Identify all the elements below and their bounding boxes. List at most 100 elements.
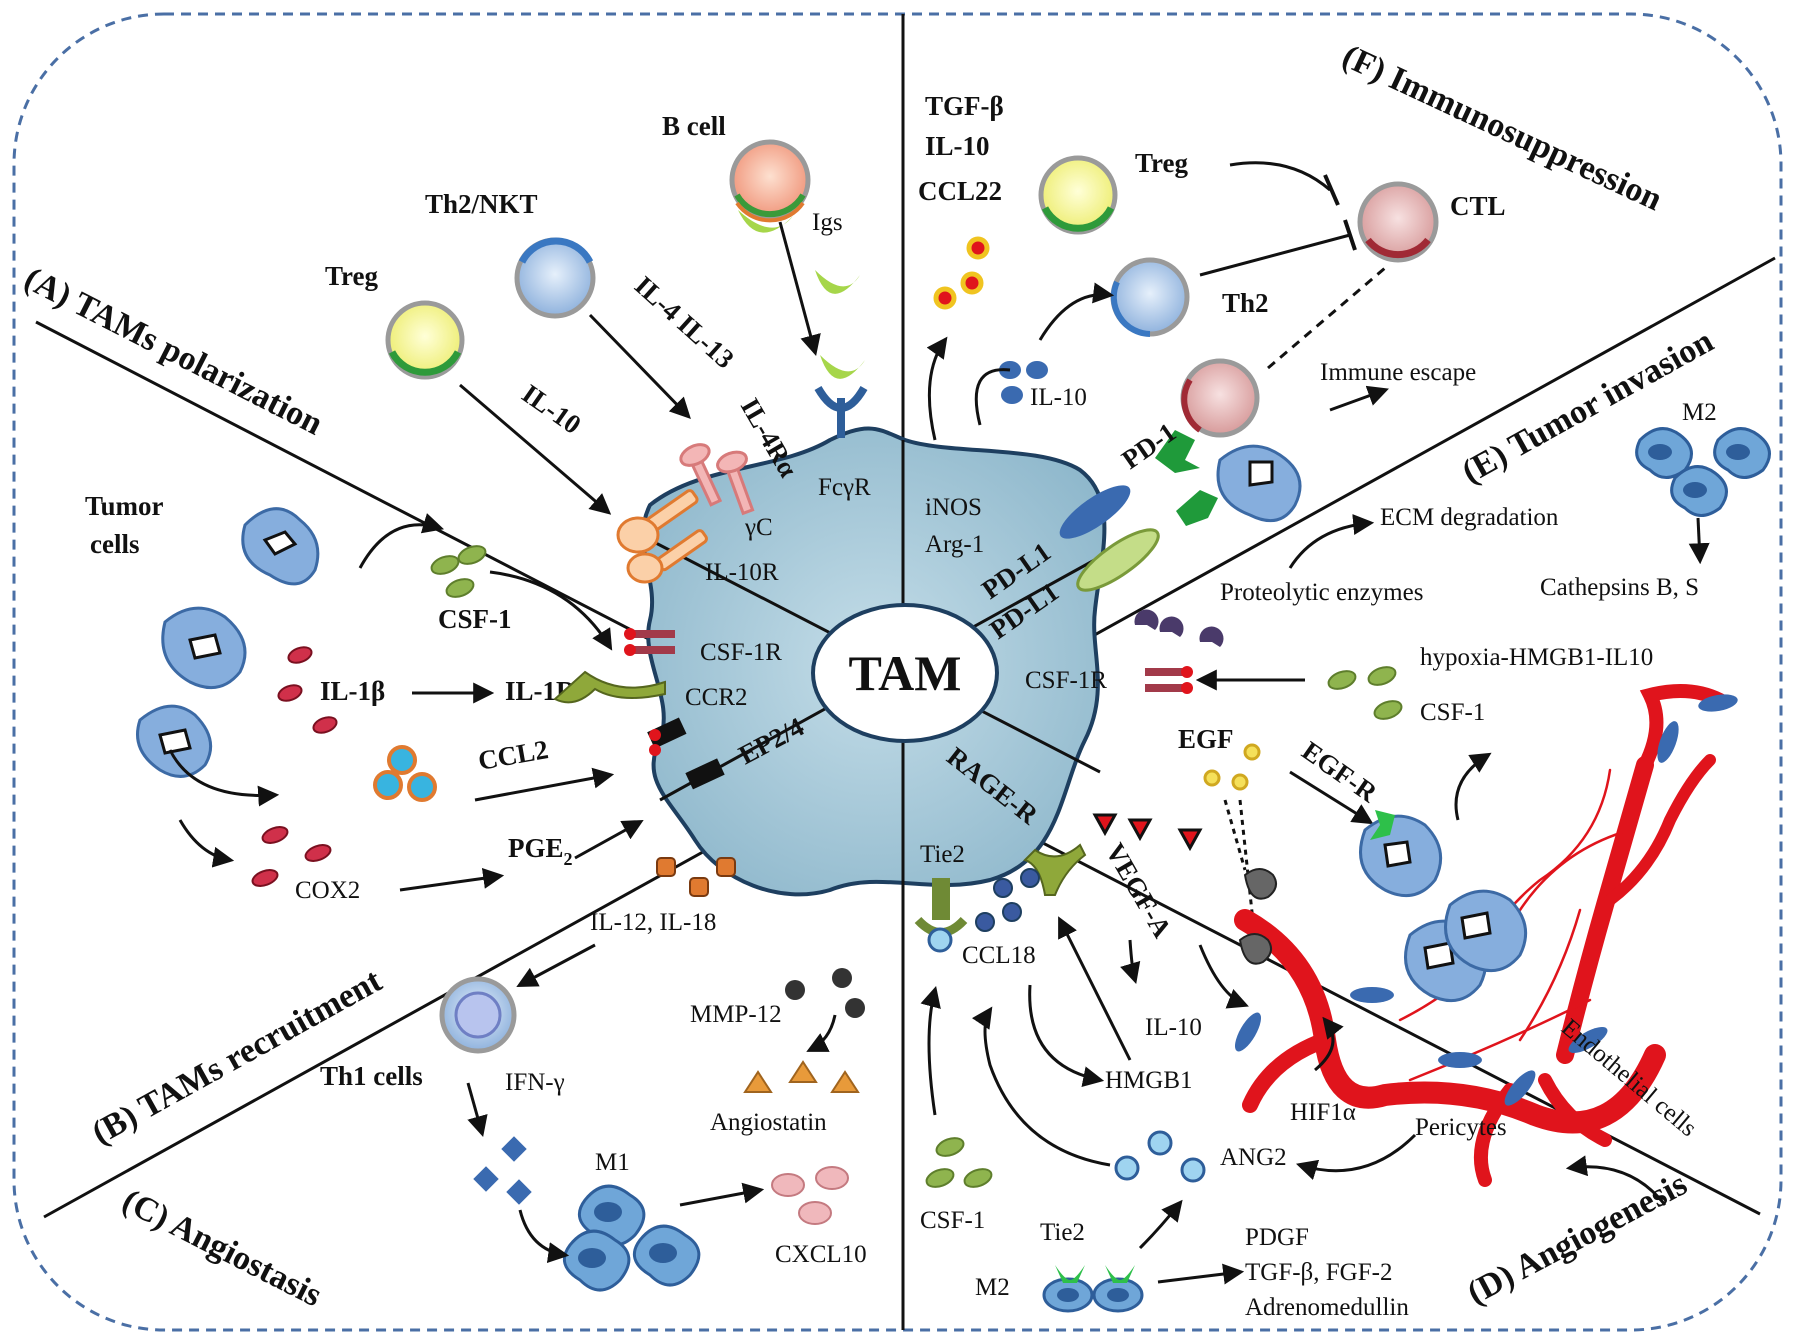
csf1-label-d: CSF-1 [920, 1207, 985, 1234]
cox2-label: COX2 [295, 877, 360, 904]
tie2-bottom-label: Tie2 [1040, 1219, 1085, 1246]
csf1r-receptor-b [624, 628, 675, 656]
hmgb1-label: HMGB1 [1105, 1067, 1193, 1094]
mmp12-molecules [785, 968, 865, 1018]
proteolytic-enzymes [1134, 609, 1224, 647]
pdl1-receptor-a [1059, 485, 1131, 539]
tgfb-fgf2-label: TGF-β, FGF-2 [1245, 1259, 1392, 1286]
m2-macrophages-d [1042, 1265, 1144, 1313]
il1b-molecules [277, 646, 338, 734]
tie2-ligand [927, 927, 953, 953]
tam-nucleus [811, 603, 999, 743]
il4il13-label: IL-4 IL-13 [629, 270, 740, 374]
m2-label-e: M2 [1682, 399, 1717, 426]
vegfa-molecules [1092, 813, 1203, 852]
csf1-label-b: CSF-1 [438, 604, 512, 634]
ig-molecule [815, 270, 860, 294]
ifng-molecules [473, 1136, 532, 1205]
gammac-label: γC [744, 514, 773, 541]
mmp12-label: MMP-12 [690, 1001, 782, 1028]
tumor-cells-label-1: Tumor [85, 491, 164, 521]
csf1-label-e: CSF-1 [1420, 699, 1485, 726]
csf1r-receptor-e [1145, 666, 1193, 694]
csf1-molecules-e [1327, 666, 1403, 720]
m2-macrophages-e [1635, 427, 1771, 517]
hypoxia-label: hypoxia-HMGB1-IL10 [1420, 644, 1653, 671]
treg-cell-a [385, 300, 465, 380]
ang2-label: ANG2 [1220, 1144, 1287, 1171]
pge2-label: PGE2 [508, 833, 573, 869]
hif1a-label: HIF1α [1290, 1099, 1356, 1126]
angiostatin-molecules [743, 1060, 860, 1093]
ccl18-molecules [975, 868, 1040, 932]
ccl2-label: CCL2 [476, 734, 551, 776]
ctl-label: CTL [1450, 191, 1506, 221]
il10-molecules-f [999, 361, 1048, 404]
csf1-molecules-d [925, 1137, 993, 1188]
immune-escape-label: Immune escape [1320, 359, 1476, 386]
tie2-top-label: Tie2 [920, 841, 965, 868]
il10-label-a: IL-10 [517, 378, 587, 440]
tam-label: TAM [849, 645, 962, 701]
il12-il18-label: IL-12, IL-18 [590, 909, 716, 936]
egfr-label: EGF-R [1297, 735, 1383, 808]
treg-label-f: Treg [1135, 148, 1188, 178]
csf1r-label-e: CSF-1R [1025, 667, 1107, 694]
igs-label: Igs [812, 209, 843, 236]
ccl2-molecules [373, 745, 437, 802]
il10-label-d: IL-10 [1145, 1014, 1202, 1041]
invading-tumor-cells [1359, 814, 1528, 1003]
csf1r-label-b: CSF-1R [700, 639, 782, 666]
th2nkt-label: Th2/NKT [425, 189, 538, 219]
ifng-label: IFN-γ [505, 1069, 565, 1096]
ccl22-label: CCL22 [918, 176, 1002, 206]
ecm-label: ECM degradation [1380, 504, 1559, 531]
th1-cell [439, 976, 517, 1054]
m1-macrophages [562, 1184, 701, 1292]
il10r-receptor [616, 489, 708, 584]
pericytes-label: Pericytes [1415, 1114, 1507, 1141]
m1-label: M1 [595, 1149, 630, 1176]
section-b-label: (B) TAMs recruitment [86, 962, 389, 1152]
th2nkt-cell [514, 237, 596, 319]
ccr2-label: CCR2 [685, 684, 748, 711]
treg-cell-f [1038, 155, 1118, 235]
ccl22-molecules [933, 236, 990, 310]
fcgr-receptor [814, 385, 868, 438]
cxcl10-molecules [771, 1166, 849, 1225]
th1-label: Th1 cells [320, 1061, 423, 1091]
ctl-cell [1357, 181, 1439, 263]
tumor-cells-label-2: cells [90, 529, 139, 559]
il1b-label: IL-1β [320, 676, 385, 706]
ang2-molecules [1114, 1130, 1206, 1183]
il10-label-f: IL-10 [1030, 384, 1087, 411]
egf-label: EGF [1178, 724, 1234, 754]
cathepsins-label: Cathepsins B, S [1540, 574, 1699, 601]
tumor-cell [136, 704, 213, 778]
pd1-receptor [1155, 430, 1200, 473]
cox2-molecules [251, 826, 332, 887]
section-a-label: (A) TAMs polarization [18, 260, 328, 442]
angiostatin-label: Angiostatin [710, 1109, 827, 1136]
th2-label-f: Th2 [1222, 288, 1269, 318]
egf-molecules [1203, 743, 1261, 791]
il4ra-receptor [679, 443, 755, 516]
rage-receptor [1023, 843, 1087, 896]
endothelial-cells [1235, 694, 1738, 1106]
treg-label-a: Treg [325, 261, 378, 291]
th2-cell-f [1110, 257, 1190, 337]
arg1-label: Arg-1 [925, 531, 984, 558]
tgfb-label: TGF-β [925, 91, 1004, 121]
csf1-molecules-b [430, 545, 487, 598]
tumor-cell [241, 507, 320, 586]
m2-label-d: M2 [975, 1274, 1010, 1301]
ccl18-label: CCL18 [962, 942, 1036, 969]
il10r-label: IL-10R [705, 559, 779, 586]
pdgf-label: PDGF [1245, 1224, 1309, 1251]
adrenomedullin-label: Adrenomedullin [1245, 1294, 1409, 1321]
blood-vessels [1234, 684, 1727, 1187]
fcgr-label: FcγR [818, 474, 871, 501]
ep24-receptor [647, 717, 725, 790]
ccr2-receptor [553, 670, 666, 704]
